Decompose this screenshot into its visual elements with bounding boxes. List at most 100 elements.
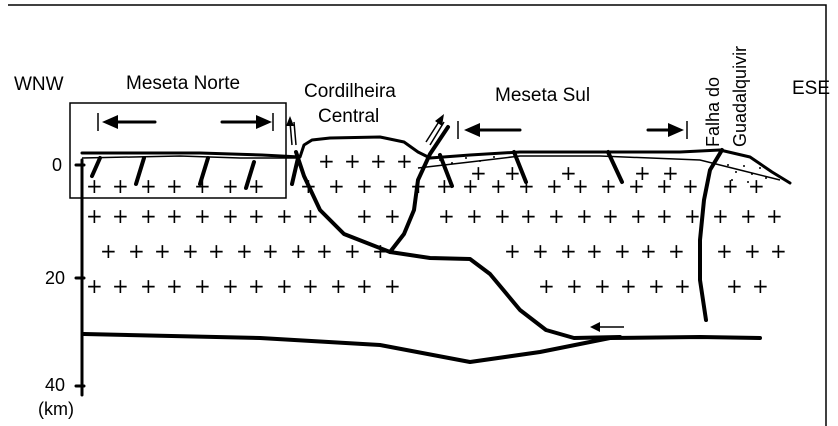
svg-text:+: +: [490, 174, 507, 198]
svg-text:+: +: [112, 204, 129, 228]
svg-text:+: +: [640, 239, 657, 263]
svg-text:+: +: [140, 274, 157, 298]
svg-text:+: +: [630, 204, 647, 228]
svg-text:+: +: [684, 204, 701, 228]
falha-label-line2: Guadalquivir: [730, 46, 750, 147]
svg-text:+: +: [382, 174, 399, 198]
svg-text:+: +: [276, 204, 293, 228]
cordilheira-label-line2: Central: [318, 106, 379, 127]
meseta-norte-label: Meseta Norte: [126, 73, 240, 94]
svg-text:+: +: [546, 174, 563, 198]
svg-text:+: +: [656, 204, 673, 228]
direction-label-ese: ESE: [792, 78, 830, 99]
depth-unit-label: (km): [38, 399, 74, 419]
svg-text:+: +: [438, 204, 455, 228]
svg-text:+: +: [752, 274, 769, 298]
svg-text:+: +: [538, 274, 555, 298]
meseta-norte-extension-arrows: [98, 113, 273, 131]
svg-text:+: +: [166, 174, 183, 198]
svg-text:+: +: [504, 239, 521, 263]
svg-text:+: +: [572, 174, 589, 198]
moho-line: [84, 334, 760, 362]
svg-text:+: +: [290, 239, 307, 263]
falha-label-line1: Falha do: [703, 77, 723, 147]
guadalquivir-fault: [700, 150, 722, 320]
svg-text:+: +: [140, 174, 157, 198]
svg-text:+: +: [356, 274, 373, 298]
svg-text:+: +: [586, 239, 603, 263]
svg-text:+: +: [140, 204, 157, 228]
svg-text:+: +: [356, 204, 373, 228]
basement-crosses: + + + + + + + + + + + + + + + + + + + + …: [86, 149, 787, 298]
meseta-sul-extension-arrows: [458, 121, 687, 139]
svg-text:+: +: [620, 274, 637, 298]
svg-text:+: +: [560, 239, 577, 263]
svg-text:+: +: [128, 239, 145, 263]
svg-text:+: +: [194, 274, 211, 298]
svg-text:+: +: [86, 204, 103, 228]
svg-text:+: +: [330, 274, 347, 298]
svg-text:+: +: [722, 174, 739, 198]
svg-text:+: +: [86, 274, 103, 298]
svg-text:+: +: [628, 174, 645, 198]
svg-text:+: +: [166, 204, 183, 228]
svg-text:+: +: [682, 174, 699, 198]
svg-text:+: +: [396, 149, 413, 173]
svg-text:+: +: [222, 274, 239, 298]
fault-slip-arrows: [286, 114, 624, 332]
svg-text:+: +: [222, 204, 239, 228]
svg-text:+: +: [86, 174, 103, 198]
depth-label-20: 20: [45, 268, 65, 288]
svg-text:+: +: [466, 204, 483, 228]
svg-text:+: +: [520, 204, 537, 228]
svg-text:+: +: [328, 174, 345, 198]
svg-text:+: +: [370, 149, 387, 173]
svg-text:+: +: [208, 239, 225, 263]
svg-text:+: +: [614, 239, 631, 263]
svg-text:+: +: [248, 274, 265, 298]
svg-text:+: +: [668, 239, 685, 263]
cordilheira-label-line1: Cordilheira: [304, 81, 396, 102]
svg-text:+: +: [248, 204, 265, 228]
svg-text:+: +: [462, 174, 479, 198]
svg-text:+: +: [602, 204, 619, 228]
direction-label-wnw: WNW: [14, 74, 64, 95]
svg-text:+: +: [154, 239, 171, 263]
svg-text:+: +: [316, 239, 333, 263]
svg-text:+: +: [656, 174, 673, 198]
svg-text:+: +: [384, 204, 401, 228]
svg-text:+: +: [166, 274, 183, 298]
svg-text:+: +: [566, 274, 583, 298]
svg-text:+: +: [302, 274, 319, 298]
svg-text:+: +: [356, 174, 373, 198]
svg-text:+: +: [112, 274, 129, 298]
svg-text:+: +: [182, 239, 199, 263]
svg-text:+: +: [344, 239, 361, 263]
meseta-sul-label: Meseta Sul: [495, 85, 590, 106]
svg-text:+: +: [766, 204, 783, 228]
svg-text:+: +: [318, 149, 335, 173]
svg-text:+: +: [648, 274, 665, 298]
svg-text:+: +: [262, 239, 279, 263]
svg-text:+: +: [576, 204, 593, 228]
svg-text:+: +: [494, 204, 511, 228]
svg-text:+: +: [744, 239, 761, 263]
svg-text:+: +: [222, 174, 239, 198]
svg-text:+: +: [384, 274, 401, 298]
svg-text:+: +: [276, 274, 293, 298]
svg-text:+: +: [344, 149, 361, 173]
svg-text:+: +: [712, 204, 729, 228]
svg-text:+: +: [594, 274, 611, 298]
svg-text:+: +: [716, 239, 733, 263]
svg-text:+: +: [726, 274, 743, 298]
svg-text:+: +: [194, 204, 211, 228]
svg-text:+: +: [532, 239, 549, 263]
svg-text:+: +: [770, 239, 787, 263]
svg-text:+: +: [302, 204, 319, 228]
svg-text:+: +: [236, 239, 253, 263]
svg-text:+: +: [548, 204, 565, 228]
svg-text:+: +: [112, 174, 129, 198]
depth-label-0: 0: [52, 155, 62, 175]
svg-text:+: +: [674, 274, 691, 298]
